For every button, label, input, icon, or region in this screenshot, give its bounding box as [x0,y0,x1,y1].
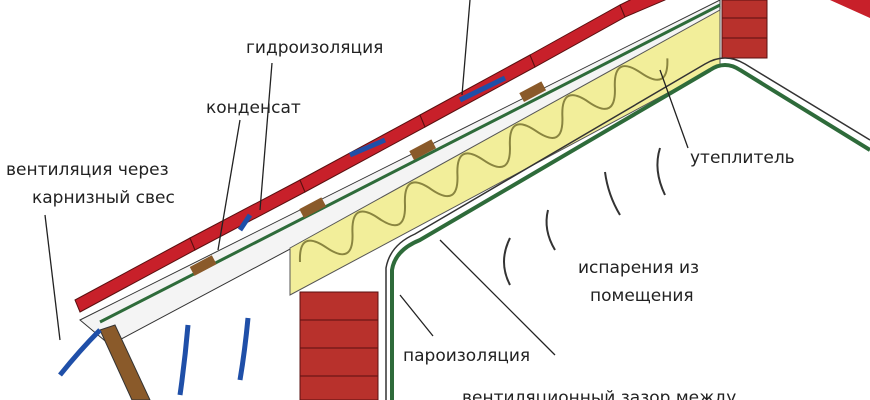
label-eaves-vent-line1: вентиляция через [6,160,169,180]
label-vapor-barrier: пароизоляция [403,346,531,366]
eaves-board [99,324,151,400]
label-evaporation-line2: помещения [590,286,694,306]
battens [189,81,547,276]
label-evaporation-line1: испарения из [578,258,700,278]
label-eaves-vent-line2: карнизный свес [32,188,175,208]
label-insulation: утеплитель [690,148,795,168]
chimney-brick [721,0,870,59]
label-condensate: конденсат [206,98,301,118]
leader-lines [44,0,689,356]
label-waterproofing: гидроизоляция [246,38,384,58]
insulation-wave [298,58,669,263]
label-vent-gap: вентиляционный зазор между [462,388,737,400]
vapor-barrier-line [390,63,870,400]
wall-brick [299,291,379,400]
evaporation-arrows [503,147,666,286]
roof-tiles [74,0,666,313]
airflow-arrows [58,75,507,396]
